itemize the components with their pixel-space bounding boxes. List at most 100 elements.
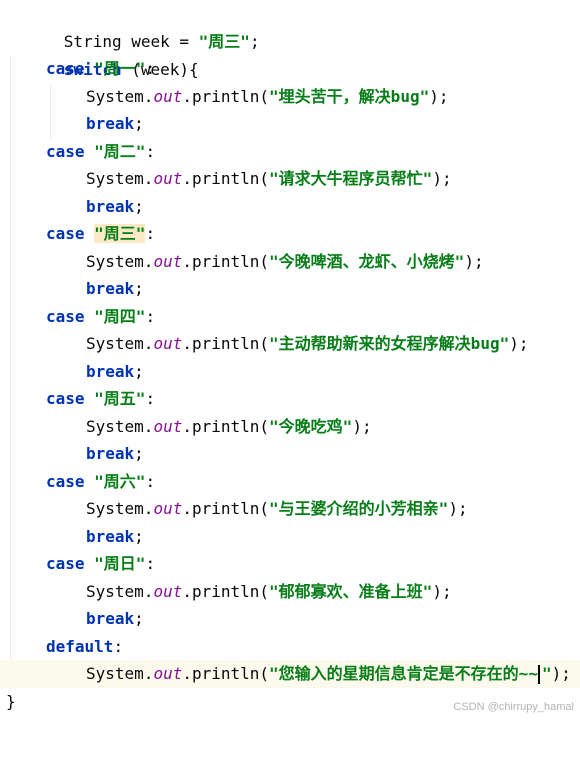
colon: : <box>145 307 156 326</box>
out-field: out <box>153 664 183 683</box>
indent-guide <box>50 84 51 140</box>
case-keyword: case <box>46 307 85 326</box>
colon: : <box>145 554 156 573</box>
break-keyword: break <box>86 527 135 546</box>
message-string: "今晚啤酒、龙虾、小烧烤" <box>269 252 465 271</box>
out-field: out <box>153 582 183 601</box>
code-line-break[interactable]: break; <box>0 440 580 468</box>
message-string-end: " <box>541 664 552 683</box>
indent-guide <box>10 56 11 686</box>
code-editor[interactable]: String week = "周三"; switch (week){ case … <box>0 0 580 717</box>
println-method: .println( <box>182 664 270 683</box>
println-method: .println( <box>182 169 270 188</box>
code-line-case[interactable]: case "周四": <box>0 303 580 331</box>
code-line-break[interactable]: break; <box>0 193 580 221</box>
case-label: "周六" <box>94 472 146 491</box>
message-string: "请求大牛程序员帮忙" <box>269 169 433 188</box>
watermark: CSDN @chirrupy_hamal <box>453 701 574 713</box>
case-keyword: case <box>46 59 85 78</box>
code-line-println[interactable]: System.out.println("请求大牛程序员帮忙"); <box>0 165 580 193</box>
break-keyword: break <box>86 279 135 298</box>
code-line-case[interactable]: case "周一": <box>0 55 580 83</box>
switch-expression: (week){ <box>121 60 199 79</box>
colon: : <box>145 389 156 408</box>
code-line-closing[interactable]: } <box>0 688 580 716</box>
colon: : <box>113 637 124 656</box>
closing-brace: } <box>6 692 16 711</box>
system-class: System. <box>86 334 154 353</box>
code-line-break[interactable]: break; <box>0 358 580 386</box>
call-end: ); <box>429 87 449 106</box>
message-string: "埋头苦干，解决bug" <box>269 87 430 106</box>
code-line-case[interactable]: case "周六": <box>0 468 580 496</box>
code-line-break[interactable]: break; <box>0 605 580 633</box>
code-line-case[interactable]: case "周三": <box>0 220 580 248</box>
text-caret <box>537 665 540 684</box>
system-class: System. <box>86 252 154 271</box>
code-line-default[interactable]: default: <box>0 633 580 661</box>
code-line-println[interactable]: System.out.println("埋头苦干，解决bug"); <box>0 83 580 111</box>
case-label: "周四" <box>94 307 146 326</box>
code-line-break[interactable]: break; <box>0 523 580 551</box>
message-string: "郁郁寡欢、准备上班" <box>269 582 433 601</box>
type-name: String <box>63 32 122 51</box>
case-label: "周日" <box>94 554 146 573</box>
code-line-println[interactable]: System.out.println("与王婆介绍的小芳相亲"); <box>0 495 580 523</box>
colon: : <box>145 142 156 161</box>
case-keyword: case <box>46 142 85 161</box>
code-line-case[interactable]: case "周五": <box>0 385 580 413</box>
default-keyword: default <box>46 637 114 656</box>
semicolon: ; <box>134 527 144 546</box>
println-method: .println( <box>182 582 270 601</box>
call-end: ); <box>448 499 468 518</box>
code-line-println-current[interactable]: System.out.println("您输入的星期信息肯定是不存在的~~"); <box>0 660 580 688</box>
call-end: ); <box>464 252 484 271</box>
code-line-println[interactable]: System.out.println("郁郁寡欢、准备上班"); <box>0 578 580 606</box>
call-end: ); <box>432 582 452 601</box>
code-line-case[interactable]: case "周日": <box>0 550 580 578</box>
message-string: "主动帮助新来的女程序解决bug" <box>269 334 510 353</box>
colon: : <box>145 224 156 243</box>
semicolon: ; <box>134 197 144 216</box>
println-method: .println( <box>182 499 270 518</box>
code-line-1[interactable]: String week = "周三"; <box>0 0 580 51</box>
colon: : <box>145 472 156 491</box>
semicolon: ; <box>134 362 144 381</box>
string-literal: "周三" <box>198 32 250 51</box>
code-line-break[interactable]: break; <box>0 275 580 303</box>
system-class: System. <box>86 499 154 518</box>
out-field: out <box>153 169 183 188</box>
break-keyword: break <box>86 444 135 463</box>
println-method: .println( <box>182 417 270 436</box>
case-keyword: case <box>46 554 85 573</box>
case-label: "周二" <box>94 142 146 161</box>
case-label: "周一" <box>94 59 146 78</box>
call-end: ); <box>352 417 372 436</box>
semicolon: ; <box>134 609 144 628</box>
semicolon: ; <box>134 114 144 133</box>
code-line-case[interactable]: case "周二": <box>0 138 580 166</box>
code-line-println[interactable]: System.out.println("主动帮助新来的女程序解决bug"); <box>0 330 580 358</box>
call-end: ); <box>509 334 529 353</box>
out-field: out <box>153 252 183 271</box>
case-keyword: case <box>46 224 85 243</box>
case-keyword: case <box>46 389 85 408</box>
println-method: .println( <box>182 252 270 271</box>
println-method: .println( <box>182 87 270 106</box>
code-line-break[interactable]: break; <box>0 110 580 138</box>
semicolon: ; <box>249 32 260 51</box>
out-field: out <box>153 87 183 106</box>
call-end: ); <box>432 169 452 188</box>
colon: : <box>145 59 156 78</box>
break-keyword: break <box>86 114 135 133</box>
case-keyword: case <box>46 472 85 491</box>
system-class: System. <box>86 664 154 683</box>
case-label-matched: "周三" <box>94 224 146 243</box>
code-line-println[interactable]: System.out.println("今晚啤酒、龙虾、小烧烤"); <box>0 248 580 276</box>
system-class: System. <box>86 169 154 188</box>
message-string: "您输入的星期信息肯定是不存在的~~ <box>269 664 538 683</box>
code-line-2[interactable]: switch (week){ <box>0 28 580 79</box>
variable-declaration: week = <box>121 32 199 51</box>
code-line-println[interactable]: System.out.println("今晚吃鸡"); <box>0 413 580 441</box>
break-keyword: break <box>86 609 135 628</box>
